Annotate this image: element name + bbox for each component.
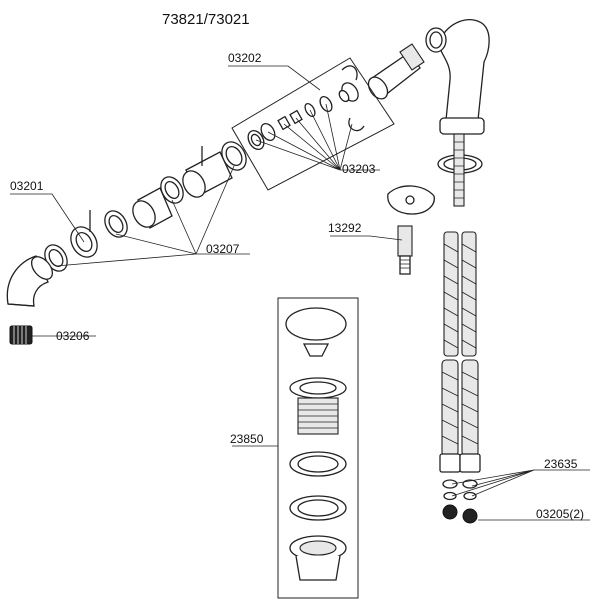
spout-drawing (425, 19, 490, 207)
cartridge-drawing (247, 43, 425, 150)
hoses-drawing (439, 231, 481, 524)
diagram-title: 73821/73021 (162, 11, 250, 28)
label-hoses: 23635 (544, 457, 578, 471)
leader-lines (10, 65, 590, 521)
label-spout-assembly: 03202 (228, 51, 262, 65)
fixing-kit-drawing (387, 185, 435, 275)
handle-body-drawing (44, 141, 247, 272)
cartridge-group-box (231, 57, 395, 191)
label-rings: 03207 (206, 242, 240, 256)
label-fixing-kit: 13292 (328, 221, 362, 235)
label-aerator: 03206 (56, 329, 90, 343)
label-handle-body: 03201 (10, 179, 44, 193)
label-cartridge-seals: 03203 (342, 162, 376, 176)
label-washers: 03205(2) (536, 507, 584, 521)
label-waste: 23850 (230, 432, 264, 446)
spout-end-drawing (6, 255, 54, 345)
waste-group-box (277, 297, 359, 599)
waste-drawing (285, 307, 347, 581)
